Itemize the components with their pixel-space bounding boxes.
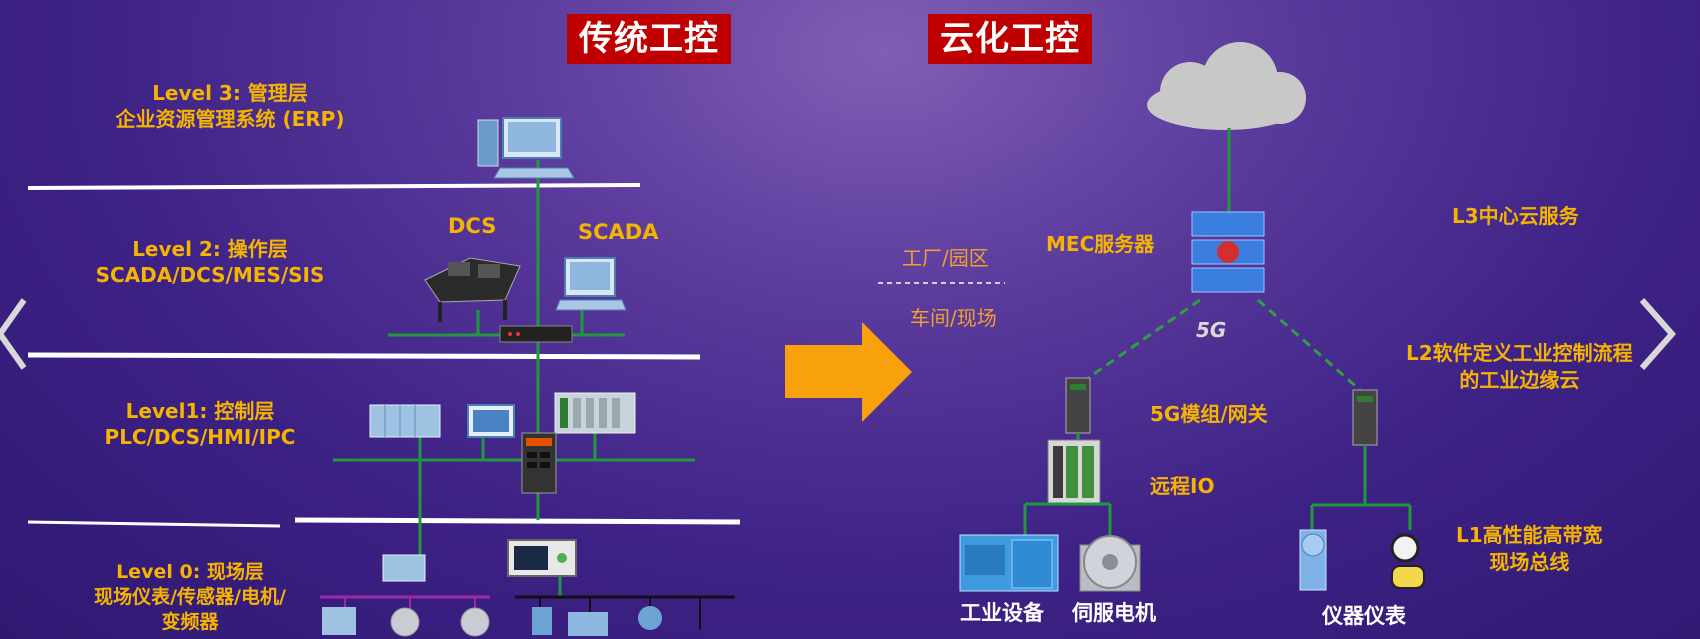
dcs-console-icon: [424, 257, 521, 322]
prev-arrow-icon: [0, 298, 27, 370]
industrial-switch-icon: [521, 432, 557, 494]
level-0-title: Level 0: 现场层: [116, 561, 264, 583]
l2-edge-cloud-line1: L2软件定义工业控制流程: [1406, 341, 1633, 365]
plc-icon: [369, 404, 441, 438]
mec-server-label: MEC服务器: [1046, 232, 1155, 256]
level-3-title: Level 3: 管理层: [152, 81, 308, 105]
cloud-icon: [1147, 42, 1306, 130]
remote-io-label: 远程IO: [1150, 474, 1215, 498]
equipment-label: 工业设备: [960, 601, 1044, 625]
scada-computer-icon: [555, 257, 627, 311]
level-2-label: Level 2: 操作层 SCADA/DCS/MES/SIS: [50, 236, 370, 288]
mec-server-icon: [1191, 211, 1265, 293]
servo-motor-label: 伺服电机: [1072, 601, 1156, 625]
level-0-label: Level 0: 现场层 现场仪表/传感器/电机/ 变频器: [30, 560, 350, 635]
title-traditional: 传统工控: [567, 14, 731, 64]
remote-io-icon: [1047, 439, 1101, 505]
5g-links: [1087, 298, 1361, 392]
l1-fieldbus-label: L1高性能高带宽 现场总线: [1456, 522, 1603, 576]
l1-fieldbus-line2: 现场总线: [1489, 550, 1570, 574]
5g-gateway-icon: [1065, 377, 1378, 446]
level-3-label: Level 3: 管理层 企业资源管理系统 (ERP): [70, 80, 390, 132]
level-1-label: Level1: 控制层 PLC/DCS/HMI/IPC: [40, 398, 360, 450]
instrument-label: 仪器仪表: [1322, 604, 1406, 628]
level-1-title: Level1: 控制层: [125, 399, 275, 423]
level-2-title: Level 2: 操作层: [132, 237, 288, 261]
title-cloud: 云化工控: [928, 14, 1092, 64]
next-slide-button[interactable]: [1635, 295, 1680, 375]
dcs-label: DCS: [448, 214, 497, 238]
industrial-equipment-icon: [959, 534, 1059, 592]
prev-slide-button[interactable]: [0, 295, 30, 375]
servo-motor-icon: [1079, 535, 1141, 592]
next-arrow-icon: [1639, 298, 1677, 370]
level-3-desc: 企业资源管理系统 (ERP): [115, 107, 345, 131]
l1-fieldbus-line1: L1高性能高带宽: [1456, 523, 1603, 547]
computer-icon: [477, 117, 575, 179]
level-1-desc: PLC/DCS/HMI/IPC: [104, 425, 296, 449]
5g-badge: 5G: [1196, 318, 1227, 342]
ipc-module-icon: [554, 392, 636, 434]
fieldbus-left: [320, 568, 735, 630]
level-0-desc: 现场仪表/传感器/电机/: [94, 586, 286, 608]
l2-edge-cloud-line2: 的工业边缘云: [1459, 368, 1580, 392]
io-module-icon: [382, 554, 426, 582]
rack-switch-icon: [499, 325, 573, 343]
l2-edge-cloud-label: L2软件定义工业控制流程 的工业边缘云: [1406, 340, 1633, 394]
controller-panel-icon: [507, 539, 577, 577]
factory-zone-label: 工厂/园区: [902, 246, 989, 270]
level-2-desc: SCADA/DCS/MES/SIS: [95, 263, 325, 287]
scada-label: SCADA: [578, 220, 659, 244]
right-fieldbus: [1023, 433, 1412, 535]
level-0-desc-2: 变频器: [161, 611, 219, 633]
l3-cloud-service-label: L3中心云服务: [1452, 204, 1579, 228]
workshop-zone-label: 车间/现场: [910, 306, 997, 330]
instrument-icon: [1299, 529, 1425, 591]
hmi-panel-icon: [467, 404, 515, 438]
5g-module-label: 5G模组/网关: [1150, 402, 1268, 426]
field-devices-left-icon: [322, 606, 662, 637]
transition-arrow-icon: [785, 322, 912, 422]
